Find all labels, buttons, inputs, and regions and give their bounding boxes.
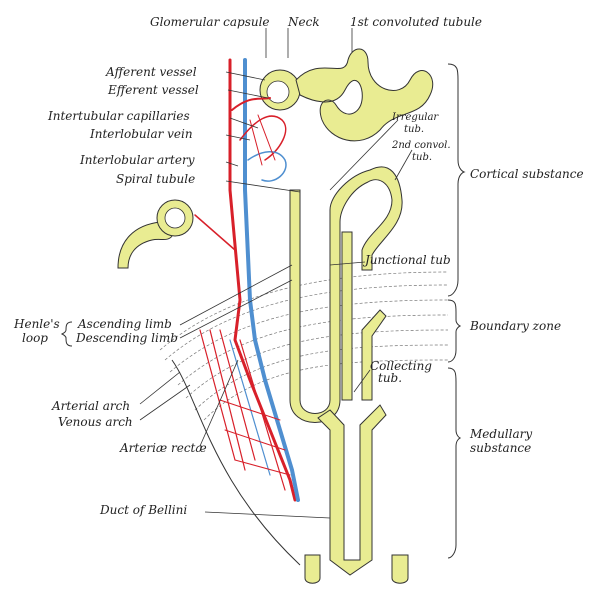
label-henles: Henle's <box>13 317 60 331</box>
label-glomerular-capsule: Glomerular capsule <box>150 15 270 29</box>
label-medullary: Medullary <box>469 427 532 441</box>
label-second-convol: 2nd convol. <box>391 140 451 151</box>
zone-braces <box>447 63 466 559</box>
label-irregular-tub: Irregular <box>391 112 439 123</box>
label-descending-limb: Descending limb <box>75 331 178 345</box>
label-first-convoluted-tubule: 1st convoluted tubule <box>350 15 482 29</box>
boundary-zone-arcs <box>159 271 449 421</box>
label-interlobular-vein: Interlobular vein <box>89 127 193 141</box>
label-irregular-tub-2: tub. <box>404 124 424 135</box>
nephron-tubule <box>117 48 434 584</box>
label-boundary-zone: Boundary zone <box>469 319 561 333</box>
label-arterial-arch: Arterial arch <box>51 399 130 413</box>
label-efferent-vessel: Efferent vessel <box>107 83 199 97</box>
label-henles-loop: loop <box>22 331 48 345</box>
label-arteriae-rectae: Arteriæ rectæ <box>119 441 207 455</box>
label-duct-of-bellini: Duct of Bellini <box>99 503 187 517</box>
label-cortical-substance: Cortical substance <box>470 167 584 181</box>
label-intertubular-capillaries: Intertubular capillaries <box>47 109 190 123</box>
label-afferent-vessel: Afferent vessel <box>105 65 197 79</box>
medulla-outline <box>171 359 301 566</box>
blood-vessels <box>194 58 300 502</box>
label-neck: Neck <box>287 15 320 29</box>
label-medullary-substance: substance <box>470 441 531 455</box>
label-venous-arch: Venous arch <box>58 415 133 429</box>
label-interlobular-artery: Interlobular artery <box>79 153 195 167</box>
label-collecting-tub: Collecting <box>370 359 432 373</box>
leader-lines <box>139 28 413 519</box>
label-collecting-tub-2: tub. <box>378 371 402 385</box>
label-junctional-tub: Junctional tub <box>362 253 451 267</box>
henles-brace <box>60 321 73 347</box>
label-second-convol-2: tub. <box>412 152 432 163</box>
label-spiral-tubule: Spiral tubule <box>116 172 195 186</box>
label-ascending-limb: Ascending limb <box>77 317 172 331</box>
labels: Glomerular capsule Neck 1st convoluted t… <box>13 15 584 517</box>
